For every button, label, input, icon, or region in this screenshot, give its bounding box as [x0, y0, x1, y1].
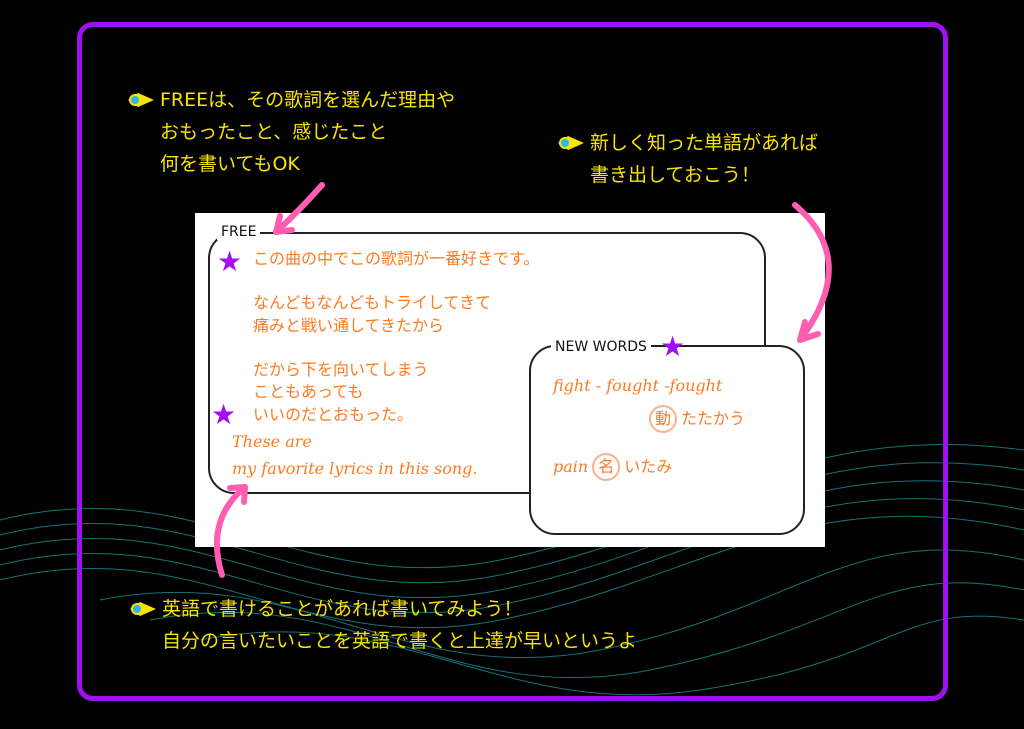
free-label: FREE	[217, 224, 261, 240]
bullet-icon	[558, 136, 584, 150]
callout-english: 英語で書けることがあれば書いてみよう！ 自分の言いたいことを英語で書くと上達が早…	[130, 593, 638, 657]
new-words-label: NEW WORDS	[551, 339, 651, 355]
bullet-icon	[130, 602, 156, 616]
word-meaning: いたみ	[624, 457, 673, 476]
star-icon: ★	[217, 245, 243, 278]
free-line: 痛みと戦い通してきたから	[253, 316, 445, 335]
callout-line: 英語で書けることがあれば書いてみよう！	[162, 598, 523, 620]
word-meaning-row: 動たたかう	[645, 405, 745, 433]
arrow-to-free	[273, 182, 325, 235]
free-line: こともあっても	[253, 382, 364, 401]
word-entry: fight - fought -fought	[553, 376, 723, 395]
english-line: These are	[232, 432, 312, 451]
part-of-speech-badge: 名	[592, 453, 621, 481]
callout-line: FREEは、その歌詞を選んだ理由や	[160, 89, 456, 111]
free-line: いいのだとおもった。	[253, 405, 414, 424]
star-icon: ★	[660, 330, 686, 363]
new-words-box	[529, 345, 805, 535]
callout-new-words: 新しく知った単語があれば 書き出しておこう！	[558, 127, 819, 191]
star-icon: ★	[211, 398, 237, 431]
callout-line: 何を書いてもOK	[160, 153, 300, 175]
arrow-to-new-words	[792, 202, 832, 343]
callout-line: おもったこと、感じたこと	[160, 121, 388, 143]
word-entry: pain	[553, 457, 589, 476]
callout-free: FREEは、その歌詞を選んだ理由や おもったこと、感じたこと 何を書いてもOK	[128, 84, 456, 180]
english-line: my favorite lyrics in this song.	[232, 459, 478, 478]
callout-line: 書き出しておこう！	[590, 164, 760, 186]
worksheet-card: FREE ★ この曲の中でこの歌詞が一番好きです。 なんどもなんどもトライしてき…	[195, 213, 825, 547]
arrow-to-english	[213, 484, 248, 578]
part-of-speech-badge: 動	[649, 405, 677, 433]
purple-frame	[77, 22, 948, 701]
callout-line: 新しく知った単語があれば	[590, 132, 819, 154]
free-line: だから下を向いてしまう	[253, 360, 429, 379]
word-meaning: たたかう	[681, 409, 746, 428]
bullet-icon	[128, 93, 154, 107]
free-line: なんどもなんどもトライしてきて	[253, 293, 492, 312]
free-line: この曲の中でこの歌詞が一番好きです。	[253, 249, 540, 268]
callout-line: 自分の言いたいことを英語で書くと上達が早いというよ	[162, 630, 638, 652]
